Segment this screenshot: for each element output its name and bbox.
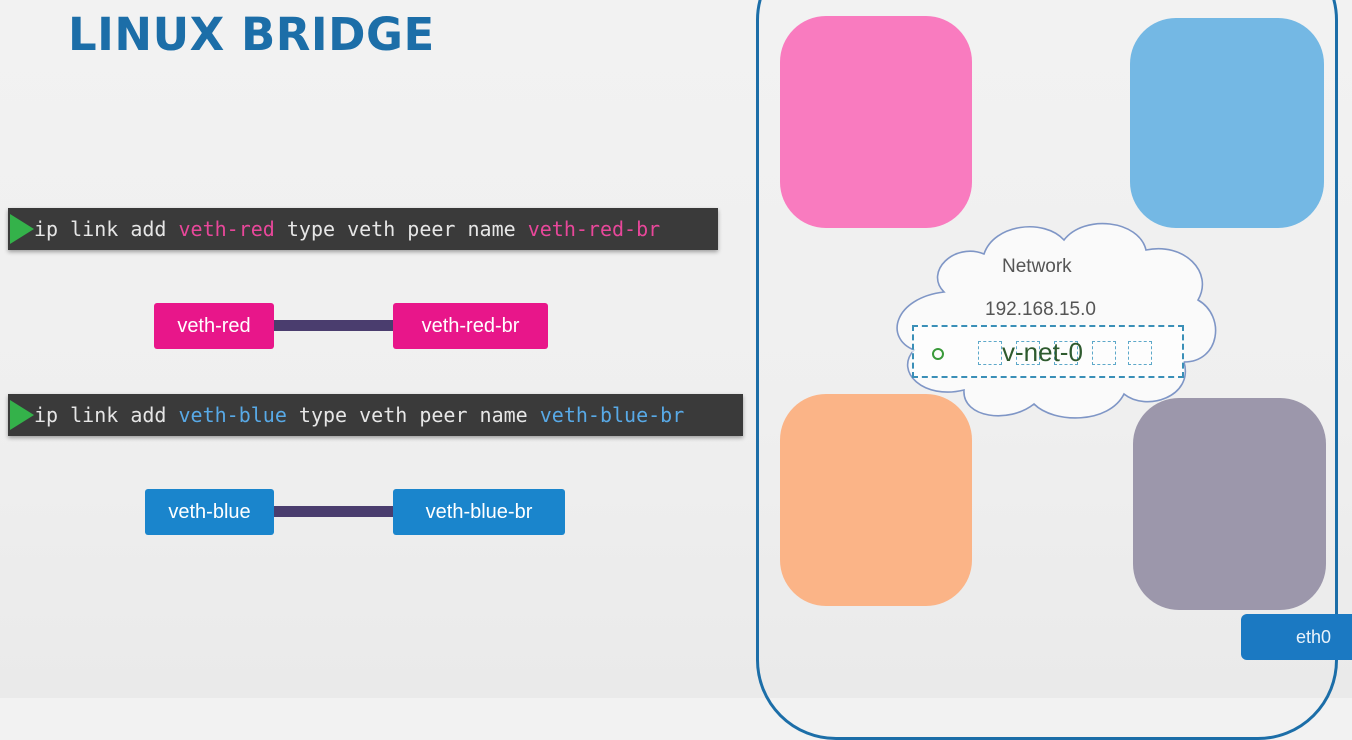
bridge-port (1092, 341, 1116, 365)
command-veth-blue: ip link add veth-blue type veth peer nam… (8, 394, 743, 436)
namespace-gray (1133, 398, 1326, 610)
command-arg-veth-red-br: veth-red-br (527, 217, 661, 241)
bridge-port (1054, 341, 1078, 365)
veth-red-br-tag: veth-red-br (393, 303, 548, 349)
command-prefix: ip link add (34, 403, 179, 427)
bridge-port-dot-icon (932, 348, 944, 360)
eth0-interface: eth0 (1241, 614, 1352, 660)
veth-blue-br-tag: veth-blue-br (393, 489, 565, 535)
command-veth-red: ip link add veth-red type veth peer name… (8, 208, 718, 250)
bridge-port (978, 341, 1002, 365)
bridge-port (1016, 341, 1040, 365)
prompt-arrow-icon (10, 214, 34, 244)
command-prefix: ip link add (34, 217, 179, 241)
bridge-port (1128, 341, 1152, 365)
namespace-orange (780, 394, 972, 606)
command-middle: type veth peer name (286, 403, 540, 427)
veth-red-link (274, 320, 393, 331)
veth-red-tag: veth-red (154, 303, 274, 349)
command-text: ip link add veth-red type veth peer name… (34, 208, 660, 250)
veth-blue-tag: veth-blue (145, 489, 274, 535)
command-arg-veth-blue-br: veth-blue-br (539, 403, 685, 427)
namespace-blue (1130, 18, 1324, 228)
command-arg-veth-blue: veth-blue (178, 403, 287, 427)
bridge-v-net-0: v-net-0 (912, 325, 1184, 378)
command-text: ip link add veth-blue type veth peer nam… (34, 394, 684, 436)
command-arg-veth-red: veth-red (178, 217, 275, 241)
prompt-arrow-icon (10, 400, 34, 430)
network-ip: 192.168.15.0 (985, 299, 1096, 320)
namespace-red (780, 16, 972, 228)
veth-blue-link (274, 506, 393, 517)
page-title: LINUX BRIDGE (68, 8, 435, 61)
bridge-name: v-net-0 (1002, 337, 1083, 367)
network-label: Network (1002, 256, 1072, 277)
command-middle: type veth peer name (274, 217, 528, 241)
